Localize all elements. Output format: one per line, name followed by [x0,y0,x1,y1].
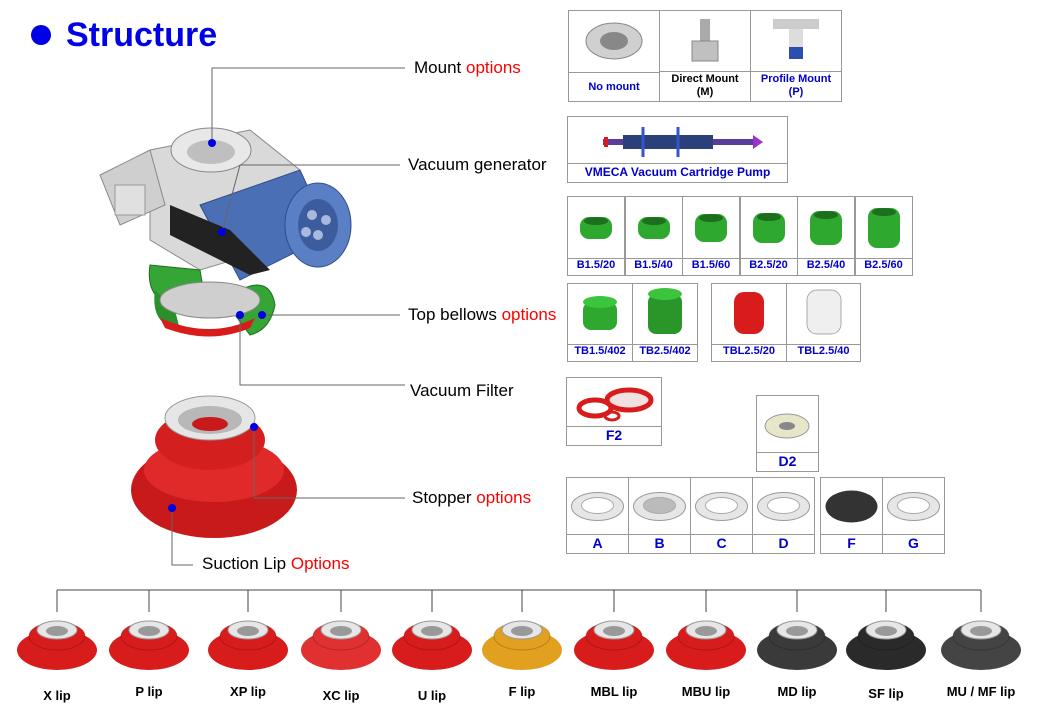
stopper-icon [571,492,624,521]
mount-label: Mount options [414,58,521,77]
stopper-icon [695,492,748,521]
mount-option-direct: Direct Mount (M) [659,10,751,102]
lip-label: XC lip [322,688,360,703]
suction-lip-icon [392,620,472,670]
red-filter-ring-icon [576,387,654,422]
stopper-label: Stopper options [412,488,532,507]
filter-option-f2: F2 [566,377,662,446]
green-bellows-icon [648,288,682,334]
green-bellows-icon [637,217,670,239]
stopper-option: F [820,477,883,554]
suction-cup-illustration [131,395,297,538]
lip-label: MBL lip [590,684,638,699]
suction-lip-icon [666,620,746,670]
red-bellows-icon [734,292,764,334]
no-mount-icon [585,22,643,60]
option-caption: B1.5/20 [568,258,624,275]
bellows-option: B2.5/60 [854,196,913,276]
option-caption: B2.5/20 [740,258,797,275]
lip-label: U lip [417,688,447,703]
option-caption: B2.5/60 [855,258,912,275]
suction-lip-icon [941,620,1021,670]
lip-label: X lip [43,688,71,703]
cartridge-pump-icon [603,127,763,157]
top-bellows-tb25: TB2.5/402 [632,283,698,362]
suction-lip-icon [482,620,562,670]
green-bellows-icon [752,213,785,243]
option-caption: G [883,534,944,553]
top-bellows-tbl2520: TBL2.5/20 [711,283,787,362]
top-bellows-label: Top bellows options [408,305,557,324]
option-caption: B1.5/60 [683,258,739,275]
suction-lip-icon [17,620,97,670]
vacuum-filter-label: Vacuum Filter [410,381,514,400]
disk-filter-icon [764,413,810,439]
suction-lip-label: Suction Lip Options [202,554,350,573]
profile-mount-icon [773,19,819,59]
green-bellows-icon [583,296,617,330]
lip-label: MBU lip [681,684,731,699]
stopper-option: A [566,477,629,554]
bellows-option: B2.5/40 [797,196,855,276]
suction-lip-icon [574,620,654,670]
option-caption: B2.5/40 [798,258,854,275]
green-bellows-icon [695,214,727,242]
suction-lip-icon [109,620,189,670]
lip-label: SF lip [868,686,904,701]
stopper-icon [757,492,810,521]
vacuum-pump-option: VMECA Vacuum Cartridge Pump [567,116,788,183]
suction-lip-icon [757,620,837,670]
stopper-icon [825,490,878,523]
option-caption: A [567,534,628,553]
mount-option-no-mount: No mount [568,10,660,102]
stopper-option: G [882,477,945,554]
stopper-icon [633,492,686,521]
bellows-option: B1.5/20 [567,196,625,276]
option-caption: D [753,534,814,553]
page-title: Structure [66,16,218,54]
direct-mount-icon [691,19,719,62]
lip-label: P lip [135,684,163,699]
lip-label: MD lip [777,684,817,699]
top-bellows-tb15: TB1.5/402 [567,283,633,362]
option-caption: C [691,534,752,553]
stopper-option: D [752,477,815,554]
lip-label: MU / MF lip [946,684,1016,699]
stopper-icon [887,492,940,521]
option-caption: F [821,534,882,553]
green-bellows-icon [580,217,612,239]
green-bellows-icon [810,211,842,245]
green-bellows-icon [867,208,900,248]
title-bullet-icon [31,25,51,45]
stopper-option: C [690,477,753,554]
suction-lip-icon [301,620,381,670]
bellows-option: B1.5/60 [682,196,740,276]
filter-option-d2: D2 [756,395,819,472]
lip-label: XP lip [230,684,266,699]
option-caption: B [629,534,690,553]
top-bellows-tbl2540: TBL2.5/40 [786,283,861,362]
vacuum-generator-label: Vacuum generator [408,155,547,174]
suction-lip-icon [846,620,926,670]
white-bellows-icon [806,289,842,335]
mount-option-profile: Profile Mount (P) [750,10,842,102]
bellows-option: B1.5/40 [624,196,683,276]
option-caption: B1.5/40 [625,258,682,275]
suction-lip-icon [208,620,288,670]
lip-label: F lip [508,684,536,699]
stopper-option: B [628,477,691,554]
bellows-option: B2.5/20 [739,196,798,276]
